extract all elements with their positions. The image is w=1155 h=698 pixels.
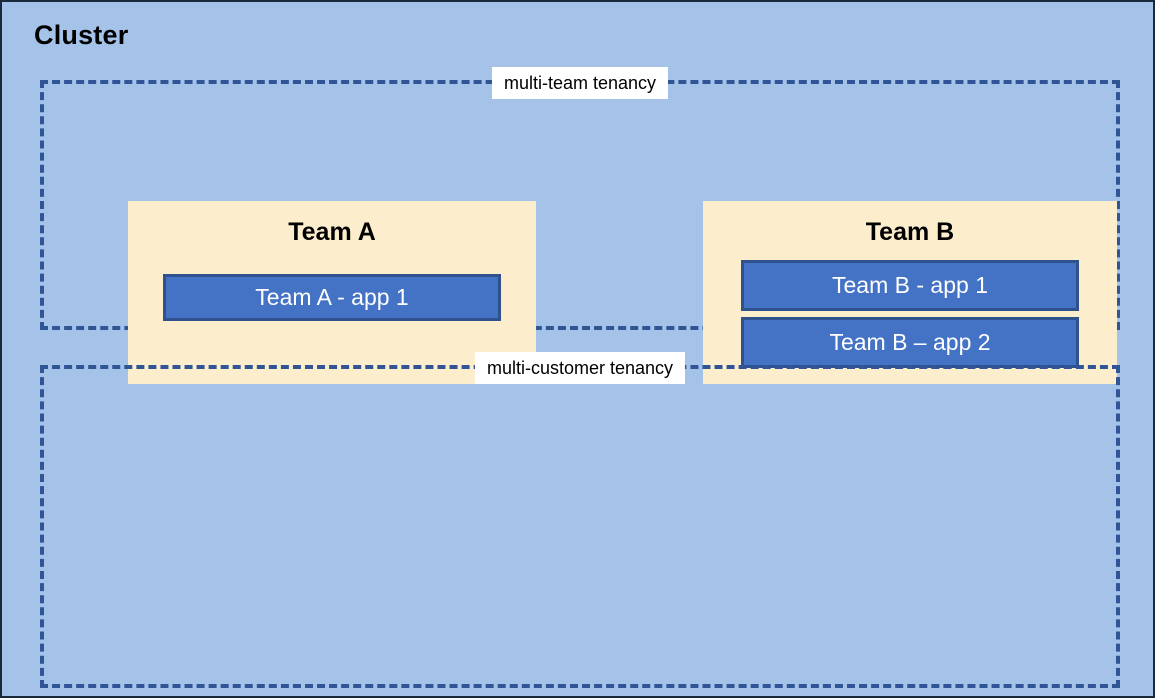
multi-customer-tenancy-label: multi-customer tenancy: [474, 352, 686, 384]
multi-customer-tenancy-zone: multi-customer tenancy Team C Team C – a…: [40, 352, 1120, 688]
team-b-heading: Team B: [865, 218, 955, 246]
app-box-team-a-app-1[interactable]: Team A - app 1: [163, 274, 501, 321]
team-b-panel: Team B Team B - app 1 Team B – app 2: [703, 201, 1117, 384]
team-a-app-list: Team A - app 1: [128, 274, 536, 321]
team-b-app-list: Team B - app 1 Team B – app 2: [703, 260, 1117, 368]
app-box-team-b-app-1[interactable]: Team B - app 1: [741, 260, 1079, 311]
multi-team-tenancy-zone: multi-team tenancy Team A Team A - app 1…: [40, 67, 1120, 384]
app-box-team-b-app-2[interactable]: Team B – app 2: [741, 317, 1079, 368]
team-a-heading: Team A: [288, 218, 376, 246]
cluster-title: Cluster: [34, 20, 129, 50]
team-a-panel: Team A Team A - app 1: [128, 201, 536, 384]
multi-team-tenancy-label: multi-team tenancy: [491, 67, 669, 99]
